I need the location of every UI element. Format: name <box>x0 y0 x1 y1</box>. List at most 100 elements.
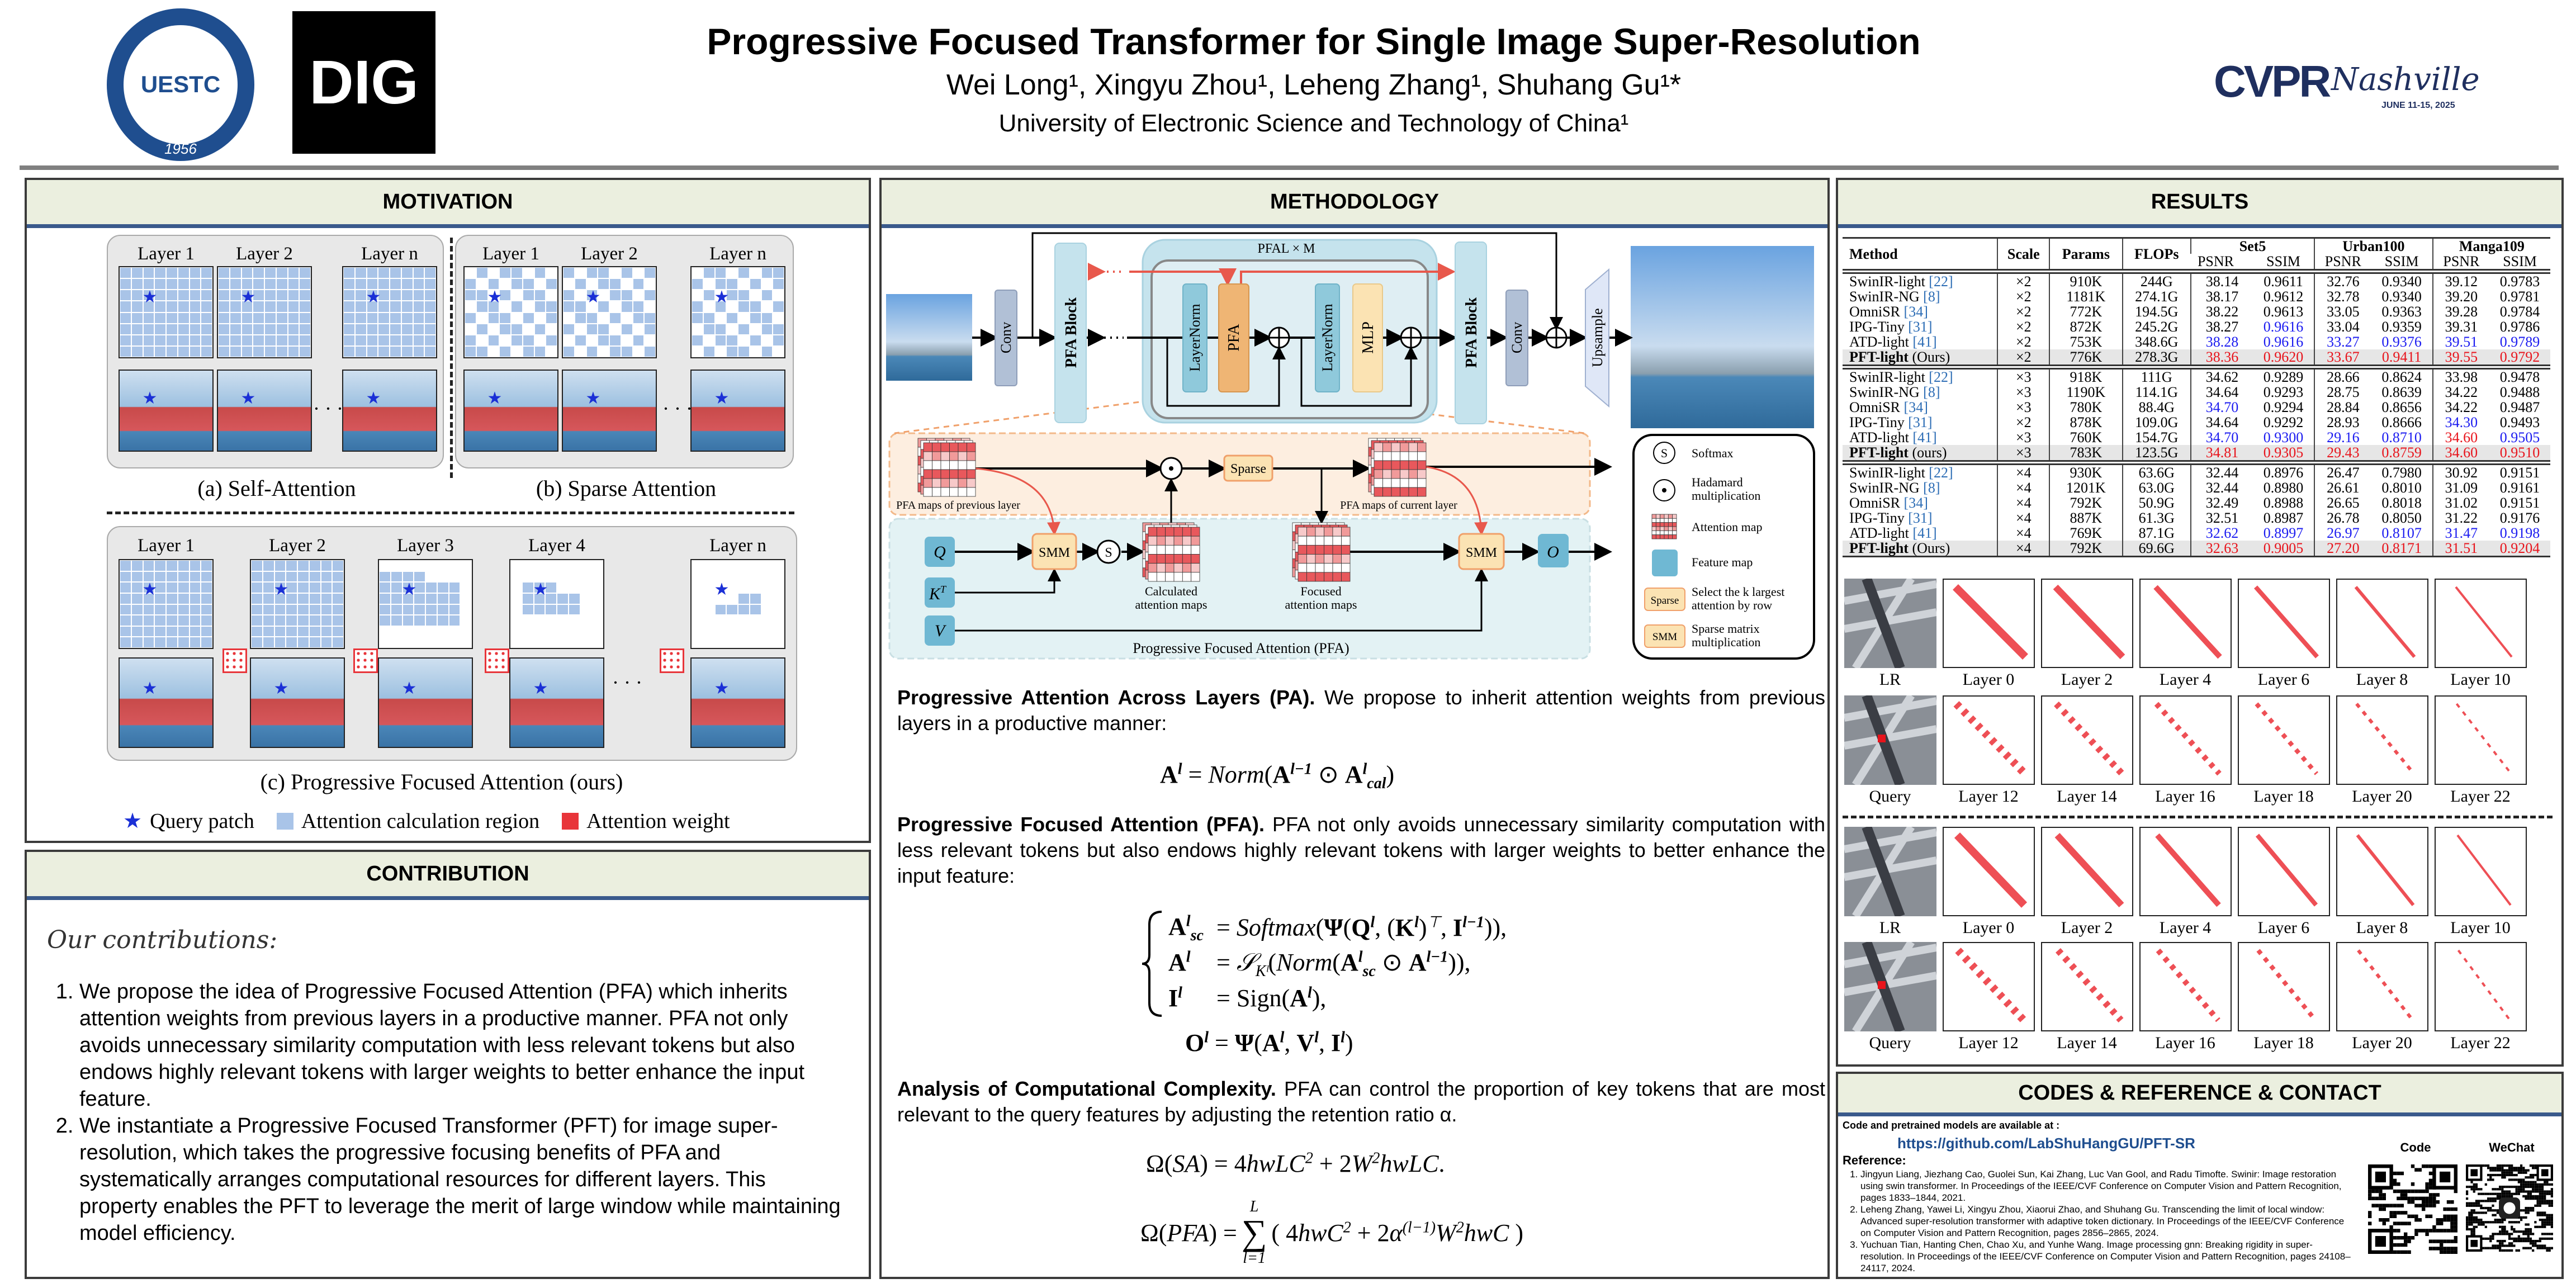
metric-cell: 0.9792 <box>2489 349 2550 366</box>
equation-term: + 2 <box>1351 1219 1390 1247</box>
equation-term: Al <box>1290 984 1312 1012</box>
visualization-label: Layer 0 <box>1962 670 2015 689</box>
metric-cell: 0.8018 <box>2381 495 2422 511</box>
params-cell: 1201K <box>2049 480 2123 495</box>
metric-cell: 0.9616 <box>2263 334 2304 350</box>
equation-term: = <box>1216 949 1237 976</box>
query-star-icon: ★ <box>714 580 730 599</box>
query-star-icon: ★ <box>142 679 158 698</box>
visualization-label: Layer 4 <box>2159 670 2212 689</box>
hadamard-icon <box>1159 457 1183 480</box>
equation-pfa-lhs: Ω(PFA) = <box>1140 1219 1237 1247</box>
query-star-icon: ★ <box>273 679 289 698</box>
contribution-item: We propose the idea of Progressive Focus… <box>79 978 845 1112</box>
equation-term: ) = 4 <box>1200 1150 1247 1177</box>
equation-term: Kl <box>1395 913 1419 941</box>
horizontal-dashed-divider <box>107 512 794 514</box>
metric-cell: 34.64 <box>2190 415 2253 430</box>
metric-cell: 26.78 <box>2314 510 2371 525</box>
contribution-panel: CONTRIBUTION Our contributions: We propo… <box>25 850 871 1279</box>
equation-term: ) <box>1509 1219 1524 1247</box>
sum-operator: L ∑ l=1 <box>1242 1199 1267 1266</box>
metric-cell: 0.8171 <box>2371 541 2433 557</box>
flops-cell: 87.1G <box>2122 525 2191 541</box>
equation-rhs: = Softmax(Ψ(Ql, (Kl)⊤, Il−1)), <box>1216 912 1507 942</box>
attention-transfer-icon <box>353 648 378 673</box>
equation-term: hwLC2 <box>1246 1149 1313 1177</box>
method-cell: SwinIR-light [22] <box>1849 465 1953 481</box>
cur-maps-label: PFA maps of current layer <box>1340 499 1457 512</box>
query-star-icon: ★ <box>240 389 256 408</box>
metric-cell: 26.47 <box>2314 464 2371 480</box>
equation-output: Ol = Ψ(Al, Vl, Il) <box>1185 1029 1353 1057</box>
pfa-block-label: PFA Block <box>1063 297 1080 368</box>
o-feature <box>1538 534 1569 567</box>
complexity-title: Analysis of Computational Complexity. <box>897 1077 1276 1100</box>
equation-term: ( <box>1268 949 1277 976</box>
legend-query: Query patch <box>150 809 254 833</box>
method-cell: SwinIR-light [22] <box>1849 369 1953 385</box>
metric-cell: 32.51 <box>2190 510 2253 525</box>
metric-cell: 0.9620 <box>2252 349 2315 366</box>
metric-header: SSIM <box>2503 253 2537 269</box>
github-link[interactable]: https://github.com/LabShuHangGU/PFT-SR <box>1897 1135 2195 1152</box>
flops-cell: 123.5G <box>2122 445 2191 461</box>
query-star-icon: ★ <box>585 389 601 408</box>
metric-cell: 0.8710 <box>2381 429 2422 446</box>
equation-term: ( <box>1254 1029 1262 1057</box>
attention-weight-image <box>690 370 785 452</box>
sum-symbol: ∑ <box>1241 1213 1267 1252</box>
layer-label: Layer 1 <box>138 536 195 556</box>
pa-text: We propose to inherit attention weights … <box>897 686 1825 735</box>
metric-cell: 0.8666 <box>2381 414 2422 430</box>
smm-box-2 <box>1458 533 1505 570</box>
params-cell: 753K <box>2049 334 2123 349</box>
focused-maps-label: Focused <box>1300 584 1341 598</box>
equation-term: ) <box>1386 761 1395 788</box>
equation-term: α(l−1) <box>1389 1218 1436 1247</box>
ellipsis: · · · <box>313 397 343 420</box>
metric-cell: 0.8980 <box>2263 480 2304 496</box>
attention-visualization <box>1943 942 2035 1031</box>
attention-visualization <box>2238 942 2330 1031</box>
scale-cell: ×4 <box>1997 464 2050 480</box>
metric-cell: 38.14 <box>2190 273 2253 289</box>
metric-cell: 39.20 <box>2432 289 2490 304</box>
equation-term: Alsc <box>1340 948 1376 980</box>
legend-smm: Sparse matrix <box>1692 622 1760 636</box>
pa-paragraph: Progressive Attention Across Layers (PA)… <box>897 685 1825 736</box>
equation-term: ( <box>1343 913 1352 941</box>
equation-term: )⊤ <box>1418 913 1441 941</box>
attention-visualization <box>2041 695 2133 785</box>
codes-heading: CODES & REFERENCE & CONTACT <box>1838 1074 2561 1116</box>
metric-cell: 0.9411 <box>2371 349 2433 366</box>
params-cell: 769K <box>2049 525 2123 541</box>
attention-visualization <box>2435 695 2527 785</box>
method-cell: SwinIR-NG [8] <box>1849 288 1940 305</box>
flops-cell: 61.3G <box>2122 510 2191 525</box>
metric-cell: 0.9505 <box>2499 429 2540 446</box>
metric-cell: 34.22 <box>2432 385 2490 400</box>
metric-cell: 27.20 <box>2314 541 2371 557</box>
visualization-label: Layer 0 <box>1962 918 2015 937</box>
equation-term: hwC <box>1464 1219 1509 1247</box>
attention-region-grid <box>217 266 312 358</box>
metric-cell: 29.43 <box>2314 445 2371 461</box>
query-star-icon: ★ <box>585 288 601 307</box>
equation-term: Alsc <box>1168 912 1204 944</box>
code-qr-image[interactable] <box>2368 1164 2457 1254</box>
caption-self-attention: (a) Self-Attention <box>197 476 356 501</box>
poster-affiliation: University of Electronic Science and Tec… <box>998 110 1629 137</box>
layer-label: Layer n <box>709 244 766 264</box>
visualization-label: Layer 6 <box>2257 670 2310 689</box>
wechat-qr-image[interactable] <box>2466 1164 2553 1252</box>
complexity-text: PFA can control the proportion of key to… <box>897 1077 1826 1126</box>
metric-cell: 0.9289 <box>2263 369 2304 385</box>
equation-term: Al <box>1160 760 1182 788</box>
attention-region-grid <box>119 266 214 358</box>
